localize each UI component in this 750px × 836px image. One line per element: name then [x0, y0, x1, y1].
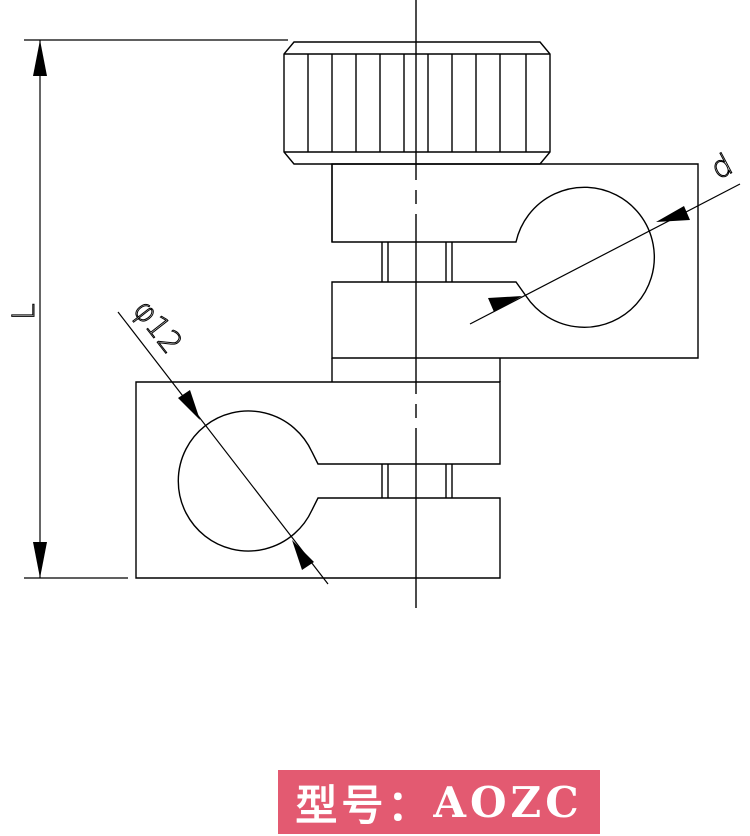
model-label: 型号： AOZC: [278, 770, 600, 834]
length-dimension: [24, 39, 288, 579]
fixed-diameter-label: φ12: [126, 293, 189, 360]
connecting-neck: [331, 358, 501, 382]
diameter-dimension: [469, 183, 741, 325]
lower-clamp-block: [135, 381, 501, 579]
diameter-label: d: [705, 147, 738, 187]
upper-clamp-block: [331, 163, 699, 359]
length-label: L: [7, 303, 42, 320]
model-prefix: 型号：: [295, 780, 434, 830]
model-code: AOZC: [433, 777, 583, 827]
fixed-diameter-dimension: [117, 311, 329, 585]
knurled-knob: [283, 41, 551, 165]
